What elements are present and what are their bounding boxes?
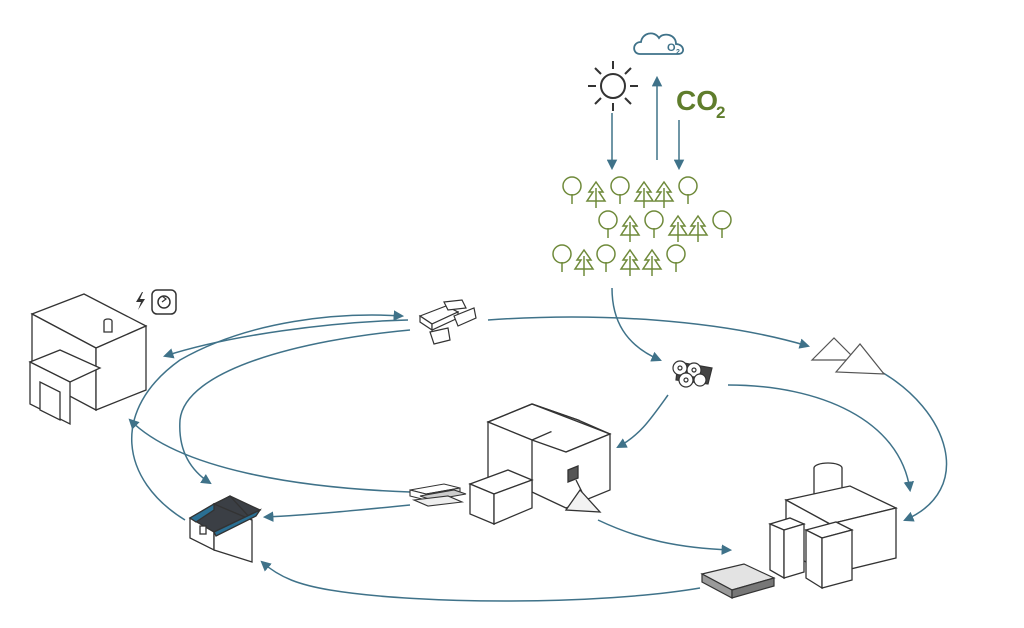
arrow-woodpieces-to-energy-plant (163, 319, 409, 359)
arrow-house-to-woodpieces (131, 310, 405, 521)
cycle-arrows (128, 75, 948, 602)
house-icon (188, 495, 262, 563)
co2-label-group: CO 2 (676, 85, 725, 122)
cloud-icon: O 2 (633, 32, 684, 56)
co2-label: CO (676, 85, 718, 116)
arrow-lumber-to-house (262, 504, 411, 522)
sawmill-building (468, 403, 612, 525)
arrow-chips-to-panel-factory (877, 369, 948, 522)
energy-plant-building (28, 293, 148, 426)
wood-chips-piles-icon (810, 337, 886, 375)
arrow-panels-to-house (260, 560, 701, 602)
co2-subscript: 2 (716, 103, 725, 122)
forest-icon (552, 176, 732, 277)
arrow-woodpieces-to-chips (487, 316, 811, 349)
logs-icon (672, 360, 713, 388)
recycle-badge-icon (151, 289, 177, 315)
oxygen-subscript: 2 (676, 49, 680, 56)
arrow-lumber-to-energy-plant (128, 418, 411, 493)
lumber-stack-icon (409, 483, 467, 507)
wood-panel-board-icon (700, 563, 776, 599)
sun-icon (588, 61, 638, 111)
panel-factory-building (768, 462, 898, 590)
arrow-logs-to-panel-factory (727, 384, 914, 493)
recycled-wood-pieces-icon (418, 299, 477, 345)
arrow-sawdust-to-panel-factory (597, 519, 733, 555)
arrow-logs-to-sawmill (616, 394, 669, 449)
oxygen-label: O (667, 42, 676, 54)
arrow-woodpieces-to-house (179, 329, 411, 485)
arrow-forest-to-logs (611, 287, 662, 362)
lightning-icon (136, 292, 145, 310)
